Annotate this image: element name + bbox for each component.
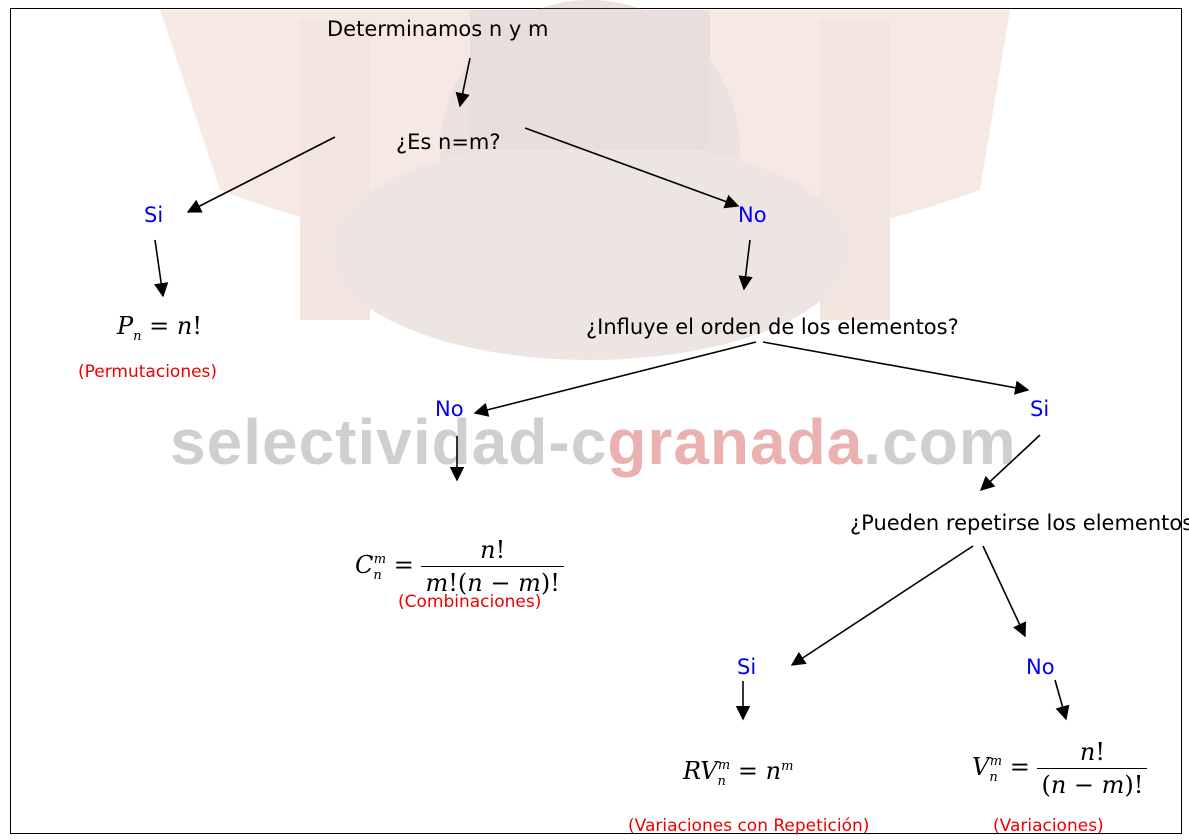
combinations-formula: Cnm = n!m!(n − m)! (355, 536, 564, 597)
branch-yes-3: Si (737, 655, 757, 679)
variations-label: (Variaciones) (993, 816, 1104, 836)
question-order-matters: ¿Influye el orden de los elementos? (586, 315, 959, 339)
arrow-si-to-permutations (154, 239, 169, 298)
arrow-start-to-question (455, 57, 471, 108)
site-watermark: selectividad-cgranada.com (170, 405, 1050, 479)
variations-repetition-formula: RVnm = nm (683, 757, 794, 789)
watermark-text-1: selectivid (170, 406, 472, 478)
branch-yes-2: Si (1030, 397, 1050, 421)
watermark-text-3: granada (607, 406, 864, 478)
arrow-si-to-repeat-question (979, 434, 1041, 491)
branch-no-1: No (738, 203, 767, 227)
watermark-text-2: ad-c (471, 406, 608, 478)
diagram-frame (10, 8, 1182, 834)
arrow-order-to-si (762, 341, 1030, 395)
branch-no-3: No (1026, 655, 1055, 679)
permutations-formula: Pn = n! (117, 312, 203, 344)
arrow-question-to-no (524, 127, 740, 209)
arrow-repeat-to-no (982, 545, 1027, 638)
variations-repetition-label: (Variaciones con Repetición) (628, 816, 870, 836)
branch-yes-1: Si (144, 203, 164, 227)
start-node: Determinamos n y m (327, 17, 549, 41)
arrow-question-to-si (186, 136, 336, 213)
arrow-no-to-order-question (738, 239, 753, 291)
arrow-order-to-no (473, 341, 757, 417)
arrow-repeat-to-si (790, 545, 974, 666)
combinations-label: (Combinaciones) (398, 592, 542, 612)
variations-formula: Vnm = n!(n − m)! (972, 738, 1148, 799)
watermark-text-4: .com (863, 406, 1017, 478)
branch-no-2: No (435, 397, 464, 421)
permutations-label: (Permutaciones) (78, 362, 218, 382)
question-n-equals-m: ¿Es n=m? (396, 130, 501, 154)
arrow-no-to-v (1054, 679, 1070, 721)
question-repetition: ¿Pueden repetirse los elementos? (850, 511, 1189, 535)
